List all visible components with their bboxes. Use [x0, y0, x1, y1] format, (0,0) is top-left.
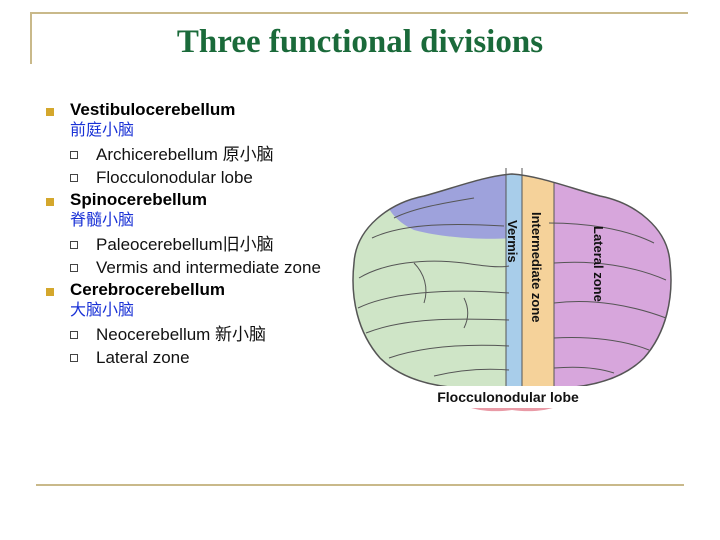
- sub-item-label: Neocerebellum 新小脑: [96, 325, 267, 344]
- outline-item-cerebrocerebellum: Cerebrocerebellum 大脑小脑: [44, 280, 344, 320]
- vermis-label: Vermis: [505, 220, 520, 263]
- sub-item: Lateral zone: [70, 347, 344, 368]
- sub-item-label: Paleocerebellum旧小脑: [96, 235, 274, 254]
- sub-item-label: Archicerebellum 原小脑: [96, 145, 274, 164]
- outline-item-label: Vestibulocerebellum: [70, 100, 236, 119]
- cerebellum-outline: [352, 173, 672, 393]
- slide-title: Three functional divisions: [176, 24, 544, 60]
- flocculonodular-lobe-label: Flocculonodular lobe: [412, 386, 604, 408]
- square-bullet-icon: [46, 108, 54, 116]
- outline-item-chinese-label: 大脑小脑: [70, 300, 135, 319]
- sub-item-label: Flocculonodular lobe: [96, 168, 253, 187]
- folia-lines: [357, 168, 667, 392]
- square-bullet-icon: [46, 288, 54, 296]
- sub-item: Paleocerebellum旧小脑: [70, 234, 344, 255]
- hollow-square-bullet-icon: [70, 174, 78, 182]
- left-divider-line: [30, 12, 32, 64]
- sub-item-label: Lateral zone: [96, 348, 190, 367]
- outline-item-spinocerebellum: Spinocerebellum 脊髓小脑: [44, 190, 344, 230]
- sub-item: Flocculonodular lobe: [70, 167, 344, 188]
- sub-item: Archicerebellum 原小脑: [70, 144, 344, 165]
- hollow-square-bullet-icon: [70, 151, 78, 159]
- intermediate-zone-label: Intermediate zone: [529, 212, 544, 323]
- bottom-divider-line: [36, 484, 684, 486]
- outline-item-chinese-label: 前庭小脑: [70, 120, 135, 139]
- outline-item-vestibulocerebellum: Vestibulocerebellum 前庭小脑: [44, 100, 344, 140]
- sub-item-label: Vermis and intermediate zone: [96, 258, 321, 277]
- hollow-square-bullet-icon: [70, 264, 78, 272]
- outline-list: Vestibulocerebellum 前庭小脑 Archicerebellum…: [44, 100, 344, 370]
- outline-item-chinese-label: 脊髓小脑: [70, 210, 135, 229]
- hollow-square-bullet-icon: [70, 354, 78, 362]
- vermis-region: [506, 174, 522, 392]
- hollow-square-bullet-icon: [70, 331, 78, 339]
- intermediate-zone-region: [522, 174, 554, 392]
- cerebellum-diagram: Vermis Intermediate zone Lateral zone: [352, 168, 672, 412]
- top-divider-line: [30, 12, 688, 14]
- lateral-zone-region: [554, 174, 671, 392]
- lateral-zone-label: Lateral zone: [591, 226, 606, 302]
- outline-item-label: Cerebrocerebellum: [70, 280, 225, 299]
- outline-item-label: Spinocerebellum: [70, 190, 207, 209]
- top-blue-region: [384, 174, 512, 239]
- sub-item: Neocerebellum 新小脑: [70, 324, 344, 345]
- hollow-square-bullet-icon: [70, 241, 78, 249]
- square-bullet-icon: [46, 198, 54, 206]
- sub-item: Vermis and intermediate zone: [70, 257, 344, 278]
